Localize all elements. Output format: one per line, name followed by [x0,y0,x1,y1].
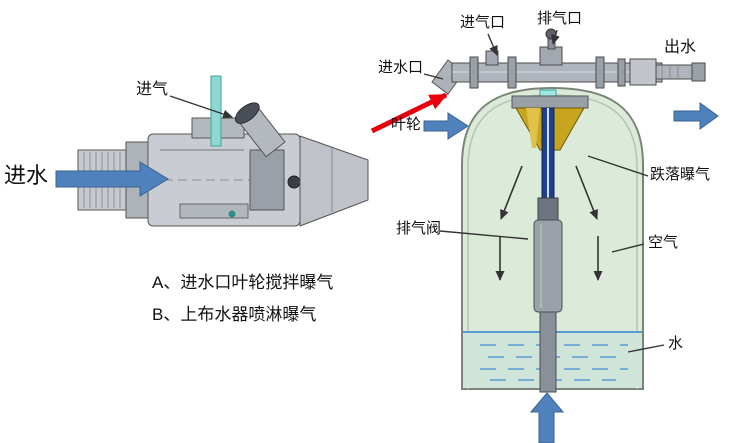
center-pipe-and-aerator [533,107,563,393]
label-air-intake: 进气 [136,81,169,98]
label-water: 水 [668,335,684,352]
label-air: 空气 [648,234,679,251]
label-falling-aeration: 跌落曝气 [650,166,711,183]
label-water-inlet-left: 进水 [4,163,49,188]
label-impeller: 叶轮 [391,116,422,133]
flow-arrow-water-inlet [55,161,169,197]
inlet-device-drawing [77,75,369,227]
red-callout-arrow [370,92,448,134]
label-water-outlet: 出水 [664,39,697,56]
top-manifold-assembly [431,28,706,95]
label-exhaust-port: 排气口 [537,10,583,27]
flow-arrow-outlet [673,102,719,130]
caption-line-a: A、进水口叶轮搅拌曝气 [152,273,334,292]
flow-arrow-impeller [423,112,469,140]
label-exhaust-valve: 排气阀 [396,220,442,237]
label-air-inlet-port: 进气口 [460,14,506,31]
falling-flow-arrows [495,165,603,281]
flow-arrow-bottom-inlet [529,392,565,443]
leader-lines [169,29,665,353]
label-water-inlet-port: 进水口 [378,59,424,76]
caption-line-b: B、上布水器喷淋曝气 [152,305,317,324]
